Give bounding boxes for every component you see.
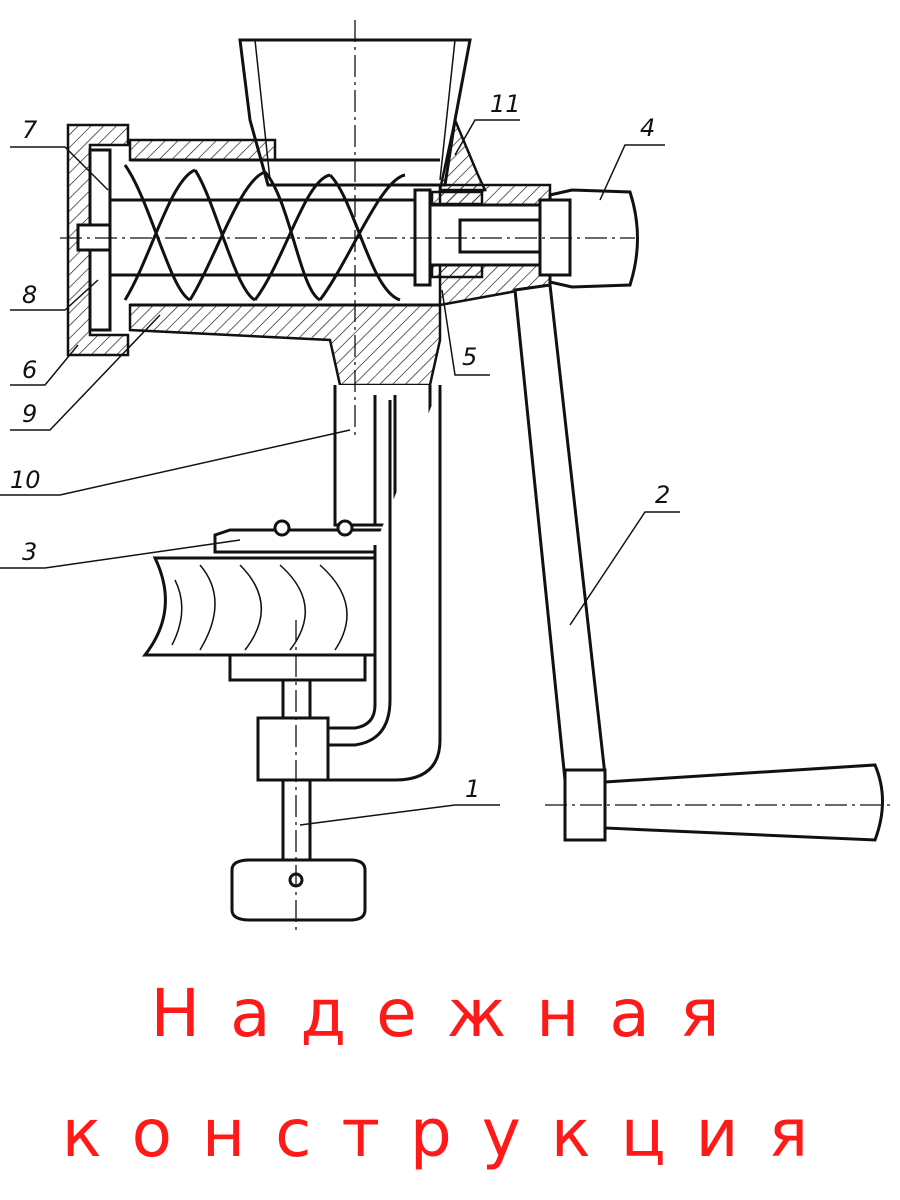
center-lines <box>60 20 890 935</box>
label-2: 2 <box>655 481 670 509</box>
table-board <box>141 556 377 657</box>
caption-line-1: Надежная <box>150 975 750 1052</box>
caption-line-2: конструкция <box>61 1095 839 1172</box>
label-8: 8 <box>22 281 37 309</box>
label-7: 7 <box>22 116 38 144</box>
label-4: 4 <box>640 114 655 142</box>
crank-handle <box>513 283 884 842</box>
label-3: 3 <box>22 538 37 566</box>
label-6: 6 <box>22 356 37 384</box>
label-11: 11 <box>490 90 521 118</box>
auger-screw <box>108 164 547 302</box>
label-5: 5 <box>462 343 477 371</box>
label-1: 1 <box>465 775 480 803</box>
part-labels: 7 8 6 9 10 3 11 4 5 2 1 <box>10 90 670 803</box>
leader-lines <box>0 119 680 826</box>
meat-grinder-drawing: 7 8 6 9 10 3 11 4 5 2 1 <box>0 20 890 935</box>
label-9: 9 <box>22 400 37 428</box>
label-10: 10 <box>10 466 41 494</box>
hopper <box>238 38 487 192</box>
